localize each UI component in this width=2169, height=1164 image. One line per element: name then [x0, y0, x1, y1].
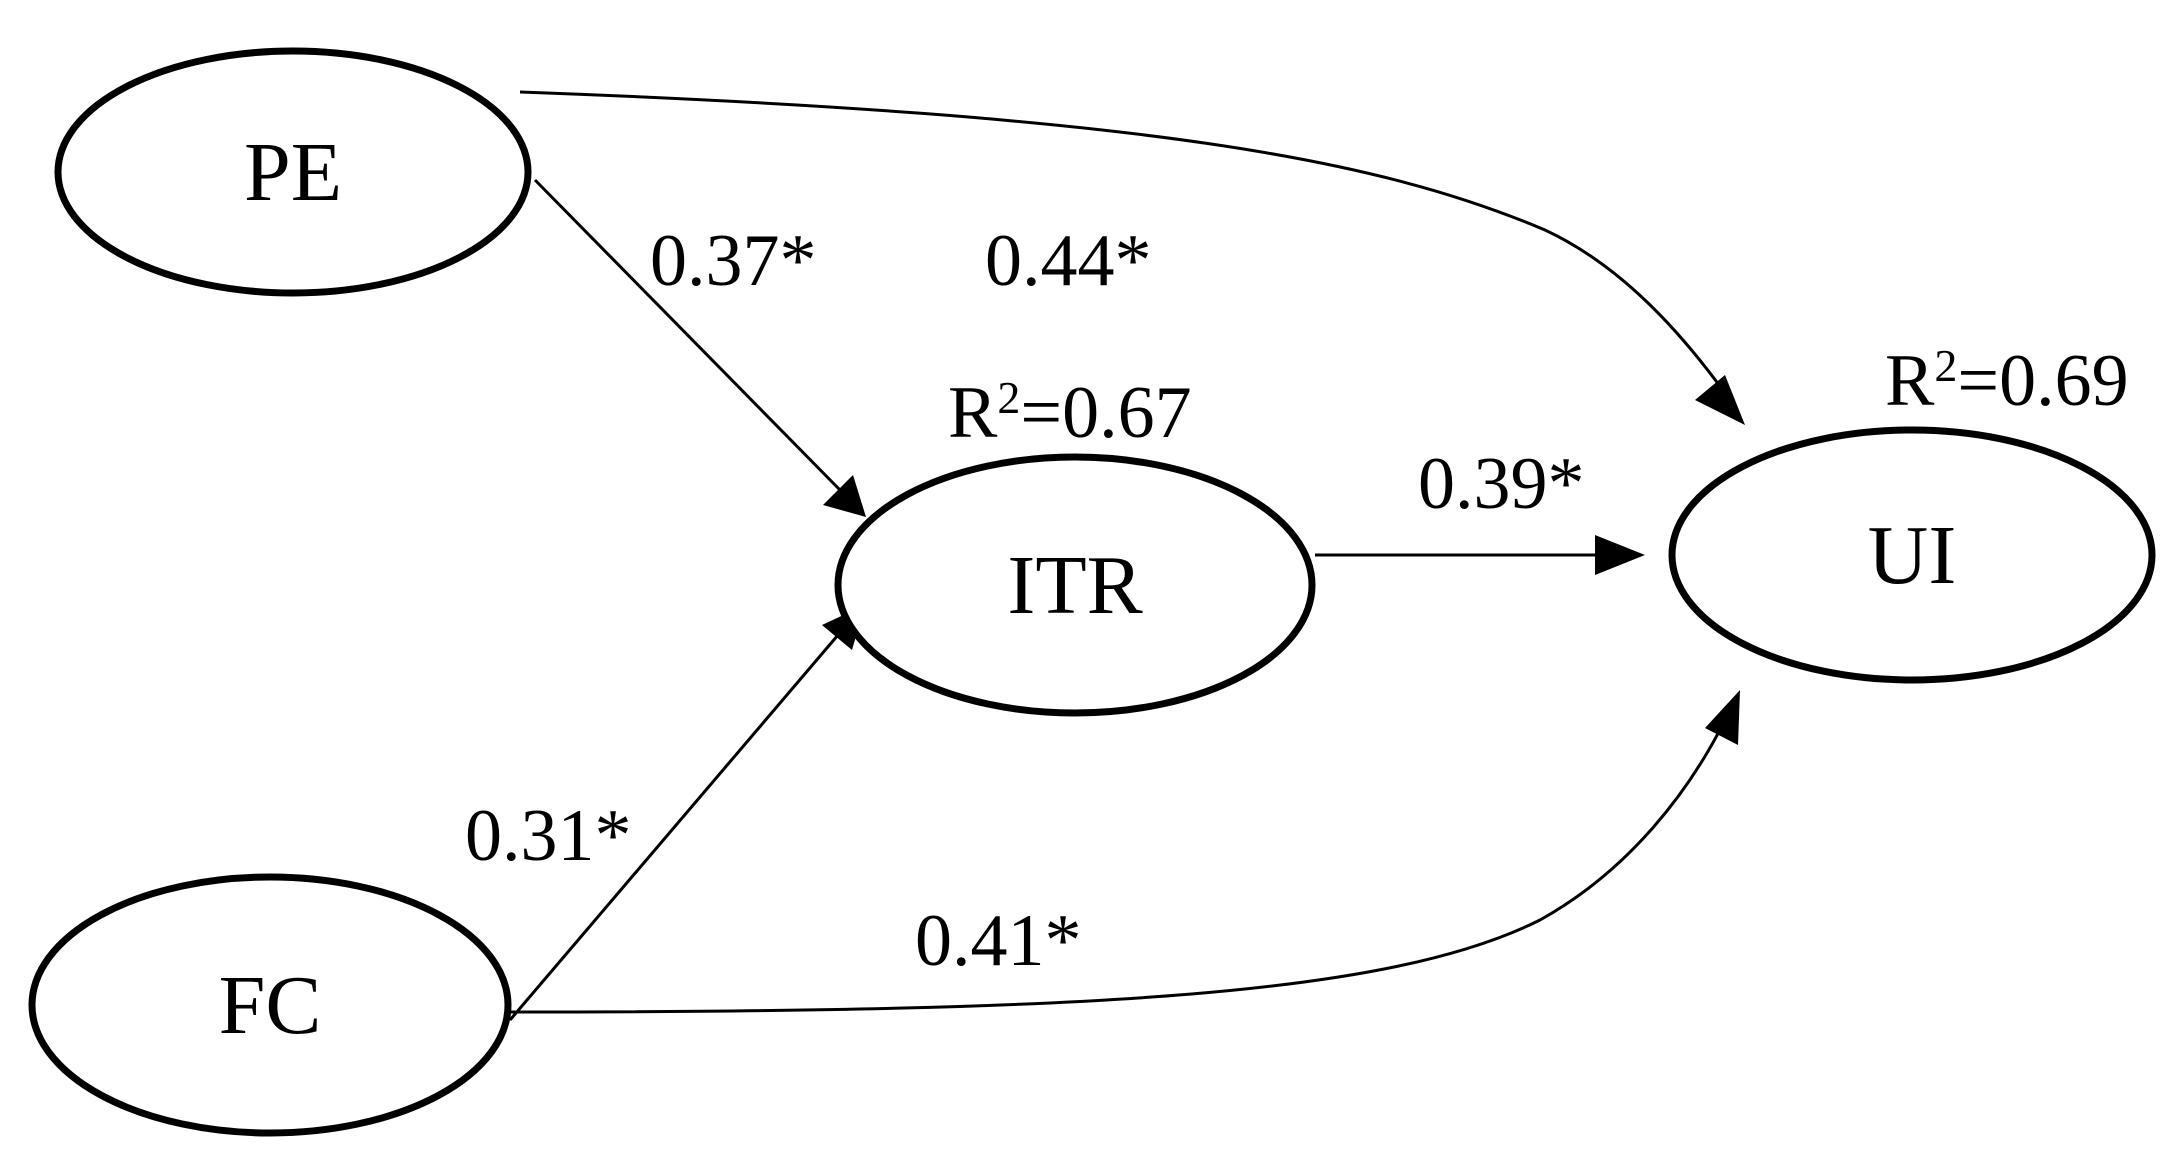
itr-r-squared-value: =0.67 [1020, 372, 1191, 454]
edge-fc-ui [509, 719, 1727, 1014]
edge-labels: 0.37* 0.44* 0.39* 0.31* 0.41* [465, 220, 1585, 982]
edge-pe-itr-label: 0.37* [650, 220, 817, 302]
edge-pe-itr-arrowhead [823, 475, 866, 517]
edge-fc-itr-label: 0.31* [465, 795, 632, 877]
node-ui-label: UI [1868, 509, 1957, 602]
edge-itr-ui-label: 0.39* [1418, 443, 1585, 525]
edge-fc-ui-label: 0.41* [915, 900, 1082, 982]
node-pe-label: PE [244, 126, 342, 219]
edge-pe-ui [519, 90, 1732, 401]
edges [508, 90, 1745, 1021]
ui-r-squared: R2=0.69 [1885, 340, 2129, 422]
ui-r-squared-prefix: R [1885, 340, 1935, 422]
edge-pe-itr [533, 178, 842, 492]
itr-r-squared-prefix: R [948, 372, 998, 454]
edge-fc-ui-arrowhead [1705, 690, 1740, 745]
edge-itr-ui-arrowhead [1595, 535, 1645, 575]
node-itr-label: ITR [1007, 539, 1142, 632]
node-fc [28, 873, 512, 1137]
node-ui [1668, 426, 2156, 684]
r-squared-labels: R2=0.67 R2=0.69 [948, 340, 2129, 454]
ui-r-squared-value: =0.69 [1957, 340, 2128, 422]
edge-fc-itr [508, 634, 840, 1021]
edge-pe-ui-label: 0.44* [985, 220, 1152, 302]
node-pe [54, 47, 532, 297]
node-itr [834, 453, 1316, 717]
edge-pe-ui-arrowhead [1695, 375, 1745, 425]
ui-r-squared-sup: 2 [1934, 340, 1957, 391]
node-fc-label: FC [219, 959, 322, 1052]
nodes: PE ITR UI FC [28, 47, 2156, 1137]
itr-r-squared-sup: 2 [997, 372, 1020, 423]
itr-r-squared: R2=0.67 [948, 372, 1192, 454]
